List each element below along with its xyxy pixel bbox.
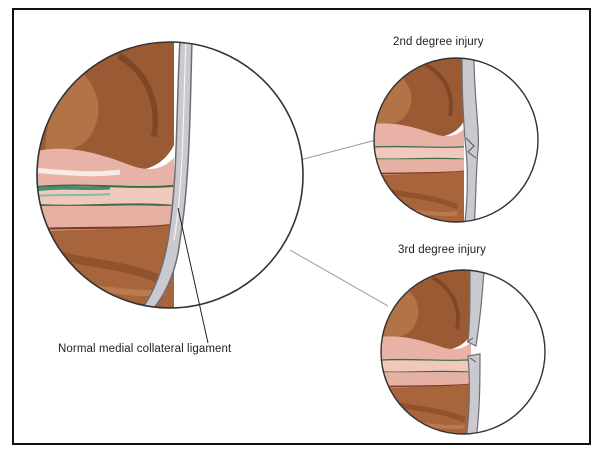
connector-line-3rd bbox=[290, 250, 388, 306]
second-degree-circle bbox=[368, 55, 538, 230]
normal-ligament-label: Normal medial collateral ligament bbox=[58, 343, 231, 355]
third-degree-circle bbox=[375, 268, 545, 440]
third-degree-label: 3rd degree injury bbox=[398, 244, 486, 256]
second-degree-label: 2nd degree injury bbox=[393, 36, 484, 48]
normal-knee-circle bbox=[30, 40, 303, 313]
connector-line-2nd bbox=[300, 140, 376, 160]
